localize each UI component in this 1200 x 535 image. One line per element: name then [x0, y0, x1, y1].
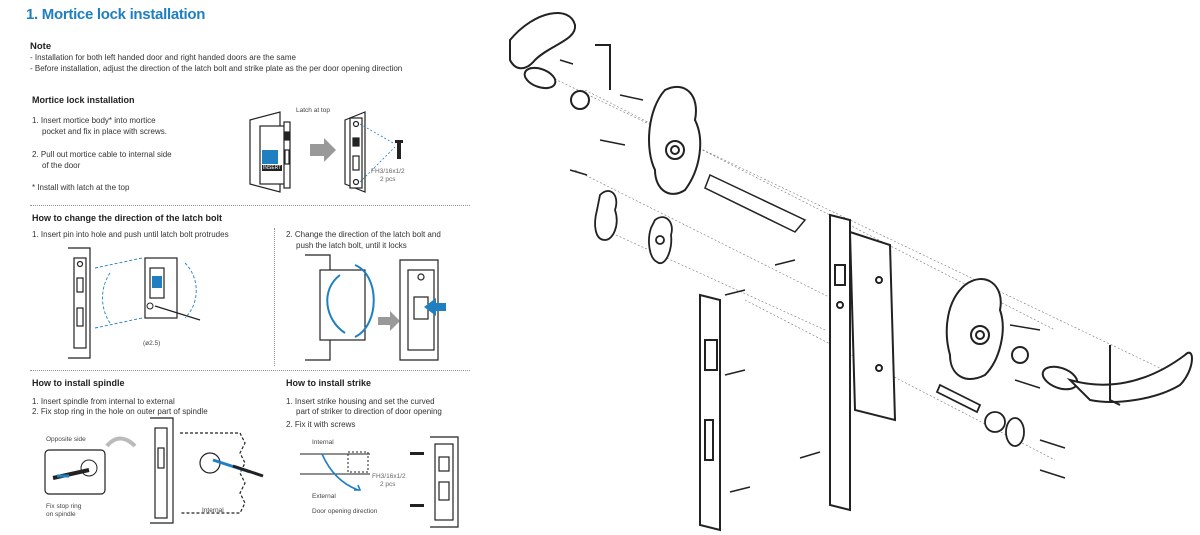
- note-line-2: - Before installation, adjust the direct…: [30, 64, 403, 73]
- strike-step-2: 2. Fix it with screws: [286, 420, 356, 429]
- spindle-step-2: 2. Fix stop ring in the hole on outer pa…: [32, 407, 208, 416]
- note-heading: Note: [30, 41, 52, 52]
- screws-group: [559, 59, 1066, 493]
- strike-screw-count: 2 pcs: [380, 481, 396, 488]
- mortice-step-2b: of the door: [42, 161, 81, 170]
- ring-icon: [1011, 346, 1029, 364]
- latch-at-top-label: Latch at top: [296, 107, 330, 114]
- spindle-internal-label: Internal: [202, 507, 224, 514]
- divider: [30, 205, 470, 206]
- mortice-screw-count: 2 pcs: [380, 176, 396, 183]
- latch-grey-arrow: [378, 311, 400, 331]
- column-divider: [274, 228, 275, 366]
- spindle-heading: How to install spindle: [32, 378, 125, 388]
- latch-heading: How to change the direction of the latch…: [32, 213, 223, 223]
- mortice-step-2a: 2. Pull out mortice cable to internal si…: [32, 150, 172, 159]
- mortice-blue-arrow: [262, 150, 278, 164]
- escutcheon-icon: [594, 190, 673, 265]
- hex-key-icon: [595, 44, 611, 90]
- strike-plate-icon: [699, 293, 721, 532]
- rose-left-icon: [648, 85, 702, 195]
- mortice-step-1a: 1. Insert mortice body* into mortice: [32, 116, 156, 125]
- strike-external-label: External: [312, 493, 336, 500]
- mortice-step-1b: pocket and fix in place with screws.: [42, 127, 167, 136]
- ring-icon: [570, 90, 590, 110]
- handle-left-icon: [509, 12, 577, 90]
- stop-ring-label-a: Fix stop ring: [46, 503, 82, 510]
- mortice-footnote: * Install with latch at the top: [32, 183, 130, 192]
- spindle-step-1: 1. Insert spindle from internal to exter…: [32, 397, 175, 406]
- page-title: 1. Mortice lock installation: [26, 6, 206, 23]
- strike-heading: How to install strike: [286, 378, 372, 388]
- latch-blue-arrow: [424, 298, 446, 316]
- screw-icon: [395, 140, 403, 159]
- mortice-screw-label: FH3/16x1/2: [371, 168, 405, 175]
- latch-rotate-illustration: [305, 254, 446, 361]
- exploded-view-illustration: [509, 12, 1193, 532]
- divider: [30, 370, 470, 371]
- strike-step-1b: part of striker to direction of door ope…: [296, 407, 442, 416]
- thumbturn-icon: [935, 383, 1025, 447]
- insert-tag: INSERT: [262, 165, 283, 171]
- mortice-heading: Mortice lock installation: [32, 95, 135, 105]
- spindle-bar-icon: [704, 173, 807, 233]
- mortice-body-icon: [829, 213, 897, 512]
- latch-step-2b: push the latch bolt, until it locks: [296, 241, 407, 250]
- strike-internal-label: Internal: [312, 439, 334, 446]
- strike-illustration: [300, 436, 459, 528]
- strike-step-1a: 1. Insert strike housing and set the cur…: [286, 397, 435, 406]
- latch-step-2a: 2. Change the direction of the latch bol…: [286, 230, 441, 239]
- stop-ring-label-b: on spindle: [46, 511, 76, 518]
- mortice-insert-illustration: [249, 111, 403, 193]
- note-line-1: - Installation for both left handed door…: [30, 53, 296, 62]
- spindle-illustration: [44, 417, 264, 524]
- latch-step-1: 1. Insert pin into hole and push until l…: [32, 230, 229, 239]
- opposite-side-label: Opposite side: [46, 436, 86, 443]
- strike-screw-label: FH3/16x1/2: [372, 473, 406, 480]
- handle-right-icon: [1041, 351, 1193, 403]
- hex-key-icon: [1109, 345, 1121, 406]
- rose-right-icon: [945, 278, 1004, 380]
- pin-size-label: (ø2.5): [143, 340, 161, 347]
- latch-pin-illustration: [68, 247, 201, 359]
- mortice-grey-arrow: [310, 138, 336, 162]
- door-opening-label: Door opening direction: [312, 508, 378, 515]
